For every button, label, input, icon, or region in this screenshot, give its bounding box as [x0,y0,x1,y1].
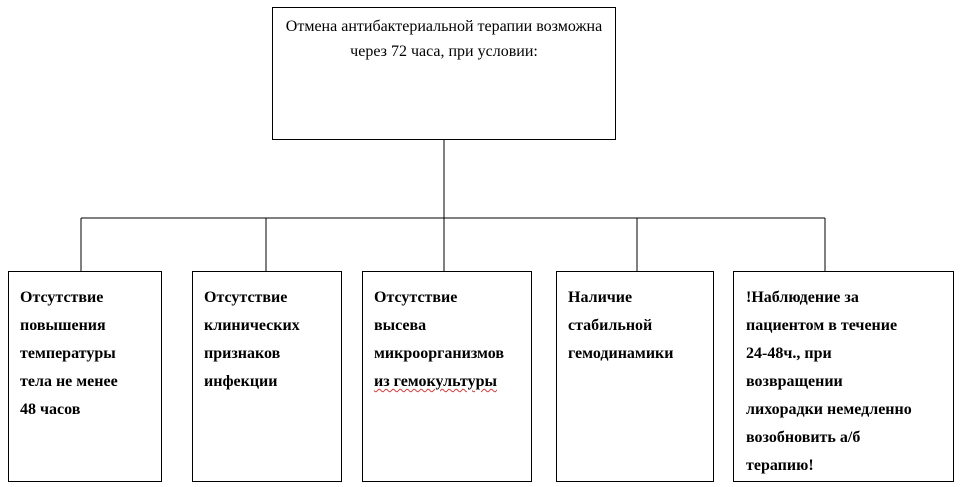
condition-box-temperature: Отсутствие повышения температуры тела не… [8,271,162,482]
root-condition-text: Отмена антибактериальной терапии возможн… [285,18,603,60]
condition-text-blood-culture: Отсутствие высева микроорганизмов [374,289,504,362]
condition-text-clinical-signs: Отсутствие клинических признаков инфекци… [204,289,300,390]
condition-text-observation: !Наблюдение за пациентом в течение 24-48… [746,289,912,474]
condition-box-clinical-signs: Отсутствие клинических признаков инфекци… [192,271,342,482]
condition-box-observation: !Наблюдение за пациентом в течение 24-48… [733,271,954,482]
condition-text-temperature: Отсутствие повышения температуры тела не… [20,289,118,418]
condition-text-hemodynamics: Наличие стабильной гемодинамики [568,289,674,362]
root-condition-box: Отмена антибактериальной терапии возможн… [272,7,616,140]
condition-box-hemodynamics: Наличие стабильной гемодинамики [556,271,714,482]
condition-box-blood-culture: Отсутствие высева микроорганизмов из гем… [362,271,532,482]
condition-text-blood-culture-marked: из гемокультуры [374,373,497,390]
